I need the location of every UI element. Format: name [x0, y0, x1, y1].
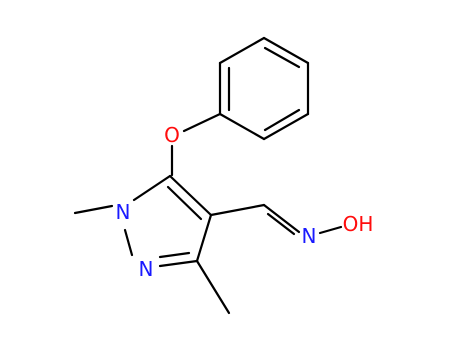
bond-benzene-double-2 — [263, 108, 301, 132]
bond-n-oh — [318, 225, 343, 235]
bond-n2-c3 — [158, 259, 199, 268]
ring-nitrogen-2-label: N — [139, 257, 154, 281]
oxime-nitrogen-label: N — [302, 224, 317, 248]
bond-c4-c5-double — [166, 185, 203, 221]
bond-benzene-1 — [262, 36, 310, 65]
bond-c4-ch — [209, 203, 266, 217]
pyrazole-ring — [123, 174, 213, 268]
bond-c5-n1 — [132, 174, 172, 202]
bond-benzene-4 — [218, 112, 266, 141]
hydroxyl-label: OH — [343, 212, 374, 236]
bond-benzene-oxygen — [182, 112, 222, 133]
benzene-ring — [218, 36, 310, 141]
bond-benzene-double-1 — [263, 46, 301, 69]
bond-n1-methyl — [73, 204, 114, 215]
ether-oxygen-label: O — [164, 123, 180, 147]
ring-nitrogen-1-label: N — [116, 200, 131, 224]
bond-benzene-3 — [262, 112, 310, 141]
bond-ch-n-double-1 — [262, 203, 301, 234]
bond-c3-methyl — [195, 259, 231, 315]
bond-benzene-6 — [218, 36, 266, 65]
bond-n2-c3-double — [158, 251, 191, 259]
bond-ch-n-double-2 — [266, 212, 296, 236]
bond-n1-n2 — [123, 228, 134, 257]
bond-c4-c5 — [168, 174, 213, 217]
bond-c3-c4 — [195, 213, 213, 263]
